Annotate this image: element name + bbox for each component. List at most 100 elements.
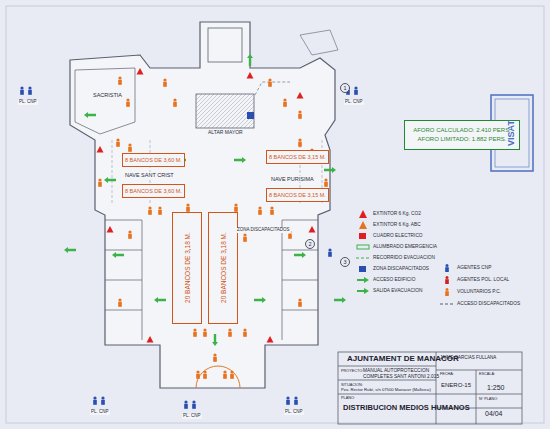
legend-text: ZONA DISCAPACITADOS: [373, 266, 429, 271]
legend-symbol: [356, 243, 370, 251]
legend-text: EXTINTOR 6 Kg. ABC: [373, 222, 421, 227]
person-head: [283, 98, 286, 101]
person-body: [148, 210, 152, 215]
church-outline: [70, 22, 335, 388]
person-body: [328, 252, 332, 257]
stamp-text: VISAT: [507, 119, 517, 147]
legend-text: SALIDA EVACUACION: [373, 288, 423, 293]
title-block-text: JAIME GARCIAS FULLANA: [439, 356, 497, 361]
person-body: [192, 404, 196, 409]
person-body: [298, 302, 302, 307]
person-body: [118, 80, 122, 85]
person-head: [258, 206, 261, 209]
person-body: [163, 82, 167, 87]
person-head: [203, 328, 206, 331]
person-body: [128, 234, 132, 239]
evacuation-arrow: [254, 297, 266, 303]
person-body: [93, 400, 97, 405]
person-body: [28, 90, 32, 95]
person-body: [213, 357, 217, 362]
person-head: [298, 110, 301, 113]
person-head: [213, 353, 216, 356]
person-head: [128, 143, 131, 146]
person-head: [20, 86, 23, 89]
person-body: [128, 147, 132, 152]
legend-entry: ACCESO DISCAPACITADOS: [440, 300, 520, 308]
person-head: [126, 98, 129, 101]
bench-block: 8 BANCOS DE 3,15 M.: [266, 188, 329, 202]
person-body: [230, 374, 234, 379]
legend-symbol: [356, 276, 370, 284]
person-head: [116, 138, 119, 141]
legend-text: ACCESO EDIFICIO: [373, 277, 415, 282]
extinguisher-symbol: [107, 226, 114, 233]
person-body: [193, 332, 197, 337]
police-post: PL. CNP: [284, 410, 304, 415]
person-body: [298, 142, 302, 147]
person-head: [230, 370, 233, 373]
extinguisher-symbol: [97, 146, 104, 153]
legend-entry: EXTINTOR 6 Kg. CO2: [356, 210, 421, 218]
room-name: SACRISTIA: [92, 92, 123, 98]
person-head: [298, 298, 301, 301]
legend-symbol: [440, 288, 454, 296]
legend-entry: EXTINTOR 6 Kg. ABC: [356, 221, 421, 229]
person-head: [324, 178, 327, 181]
title-block-text: 04/04: [484, 410, 504, 418]
bench-block: 8 BANCOS DE 3,60 M.: [122, 184, 185, 198]
title-block-text: MANUAL AUTOPROTECCION: [362, 368, 430, 373]
person-head: [173, 98, 176, 101]
person-head: [328, 248, 331, 251]
evacuation-arrow: [324, 167, 336, 173]
bench-text: 8 BANCOS DE 3,60 M.: [125, 157, 182, 163]
police-post: PL. CNP: [344, 100, 364, 105]
person-head: [128, 230, 131, 233]
bench-text: 8 BANCOS DE 3,15 M.: [269, 154, 326, 160]
annex: [300, 30, 338, 55]
person-body: [116, 142, 120, 147]
evacuation-arrow: [294, 252, 306, 258]
capacity-text: AFORO CALCULADO: 2.410 PERS.: [413, 127, 511, 134]
person-body: [324, 182, 328, 187]
entrance-arc: [196, 366, 240, 388]
title-block-text: DISTRIBUCION MEDIOS HUMANOS: [342, 404, 471, 412]
legend-entry: CUADRO ELECTRICO: [356, 232, 423, 240]
sacristy-room: [75, 68, 135, 134]
evacuation-arrow: [64, 247, 76, 253]
legend-entry: AGENTES POL. LOCAL: [440, 276, 509, 284]
person-head: [186, 203, 189, 206]
police-post: PL. CNP: [182, 414, 202, 419]
room-name: NAVE PURISIMA: [270, 176, 315, 182]
title-block-text: 1:250: [486, 384, 506, 392]
callout-circle: [306, 240, 315, 249]
room-name: NAVE SANT CRIST: [124, 172, 175, 178]
legend-entry: VOLUNTARIOS P.C.: [440, 288, 501, 296]
person-body: [294, 400, 298, 405]
person-head: [28, 86, 31, 89]
legend-text: VOLUNTARIOS P.C.: [457, 289, 501, 294]
person-head: [228, 328, 231, 331]
person-head: [101, 396, 104, 399]
person-head: [294, 396, 297, 399]
title-block-text: Nº PLANO:: [478, 397, 499, 401]
sheet-border: [6, 6, 544, 423]
legend-text: RECORRIDO EVACUACION: [373, 255, 435, 260]
room-name: ALTAR MAYOR: [207, 130, 244, 136]
legend-text: AGENTES CNP: [457, 265, 491, 270]
person-head: [234, 203, 237, 206]
evacuation-arrow: [84, 112, 96, 118]
extinguisher-symbol: [267, 336, 274, 343]
person-body: [98, 182, 102, 187]
title-block-text: Pza. Rector Rubí, s/n 07500 Manacor (Mal…: [340, 388, 432, 393]
legend-symbol: [440, 300, 454, 308]
extinguisher-symbol: [297, 92, 304, 99]
person-head: [243, 233, 246, 236]
person-body: [196, 374, 200, 379]
title-block-text: PLANO:: [340, 396, 356, 400]
legend-symbol: [356, 265, 370, 273]
person-head: [148, 206, 151, 209]
evacuation-arrow: [112, 252, 124, 258]
callout-number: 2: [307, 241, 312, 247]
extinguisher-symbol: [247, 72, 254, 79]
person-body: [184, 404, 188, 409]
